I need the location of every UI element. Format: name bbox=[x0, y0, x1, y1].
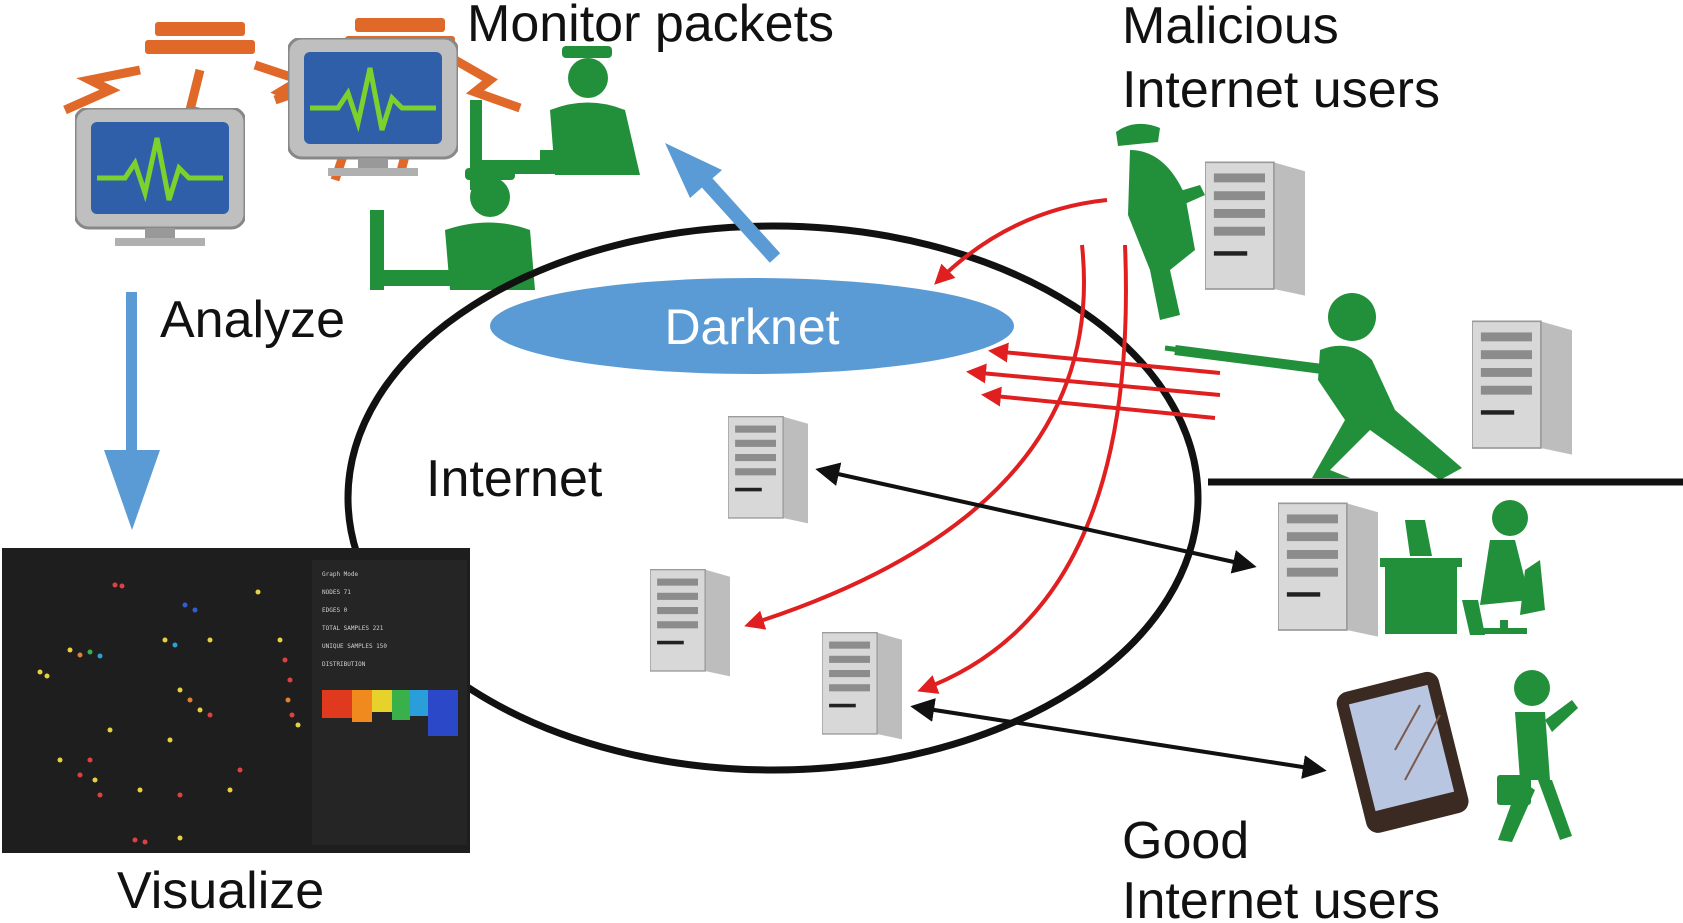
good-users-label-line2: Internet users bbox=[1122, 872, 1440, 923]
viz-row: TOTAL SAMPLES 221 bbox=[322, 625, 384, 632]
analyze-arrow bbox=[104, 292, 160, 530]
server-tower-icon bbox=[822, 631, 902, 741]
viz-row: NODES 71 bbox=[322, 589, 351, 596]
internet-label: Internet bbox=[426, 450, 603, 508]
distribution-bar bbox=[322, 690, 458, 736]
alarm-light-icon bbox=[145, 22, 255, 54]
viz-row: UNIQUE SAMPLES 150 bbox=[322, 643, 387, 650]
tablet-icon bbox=[1336, 671, 1469, 833]
malicious-users-label-line2: Internet users bbox=[1122, 61, 1440, 119]
darknet-label: Darknet bbox=[664, 299, 839, 355]
traffic-arrows bbox=[815, 462, 1327, 779]
monitor-screen-icon bbox=[75, 108, 245, 246]
darknet-region bbox=[490, 278, 1014, 374]
monitoring-station bbox=[63, 18, 640, 290]
viz-row: EDGES 0 bbox=[322, 607, 348, 614]
viz-title: Graph Mode bbox=[322, 571, 359, 578]
monitor-arrow bbox=[665, 143, 781, 263]
server-tower-icon bbox=[1472, 320, 1572, 456]
attack-arrows bbox=[744, 198, 1221, 694]
operator-icon bbox=[470, 46, 640, 190]
traveler-icon bbox=[1497, 670, 1578, 842]
monitor-packets-label: Monitor packets bbox=[467, 0, 834, 53]
server-tower-icon bbox=[650, 568, 730, 678]
attacker-icon bbox=[1164, 293, 1462, 480]
server-tower-icon bbox=[1205, 161, 1305, 297]
good-users-label-line1: Good bbox=[1122, 812, 1249, 870]
operator-icon bbox=[370, 168, 535, 290]
monitor-screen-icon bbox=[288, 38, 458, 176]
visualize-label: Visualize bbox=[117, 862, 324, 920]
server-tower-icon bbox=[1278, 502, 1378, 638]
visualization-panel: Graph Mode NODES 71 EDGES 0 TOTAL SAMPLE… bbox=[2, 548, 470, 853]
server-tower-icon bbox=[728, 415, 808, 525]
viz-row: DISTRIBUTION bbox=[322, 661, 366, 668]
scatter-dots bbox=[37, 582, 301, 845]
attacker-icon bbox=[1116, 123, 1205, 320]
malicious-users-label-line1: Malicious bbox=[1122, 0, 1339, 55]
desk-worker-icon bbox=[1380, 500, 1545, 635]
analyze-label: Analyze bbox=[160, 291, 345, 349]
